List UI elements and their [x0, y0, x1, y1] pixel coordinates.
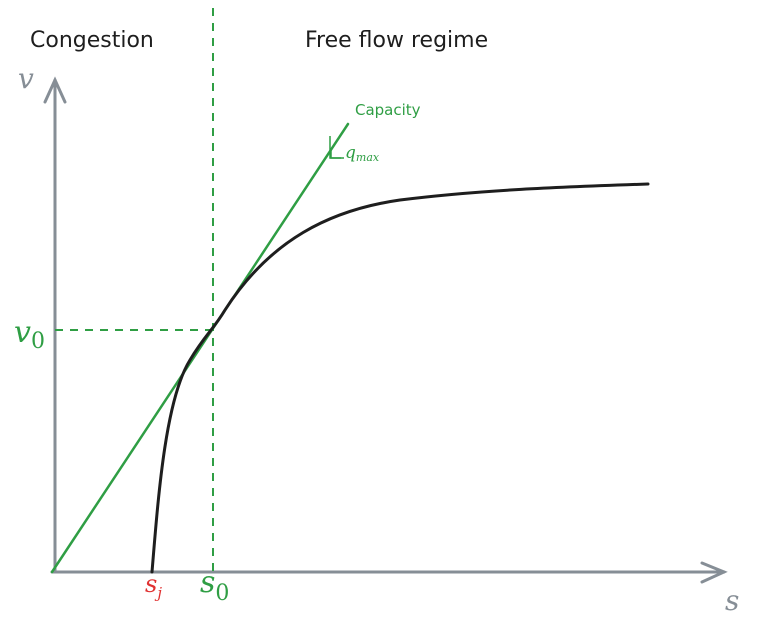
y-axis-label: v — [18, 62, 34, 95]
y-axis — [43, 76, 67, 574]
free-flow-label: Free flow regime — [305, 28, 488, 53]
speed-spacing-curve — [150, 182, 650, 574]
v0-label: v0 — [14, 315, 45, 354]
capacity-label: Capacity — [355, 101, 421, 119]
sj-label: sj — [145, 570, 162, 602]
x-axis — [50, 561, 728, 584]
qmax-label: qmax — [345, 143, 380, 164]
congestion-label: Congestion — [30, 28, 154, 53]
x-axis-label: s — [725, 584, 739, 617]
s0-label: s0 — [200, 565, 229, 606]
slope-triangle — [330, 150, 341, 159]
capacity-line — [50, 122, 350, 574]
